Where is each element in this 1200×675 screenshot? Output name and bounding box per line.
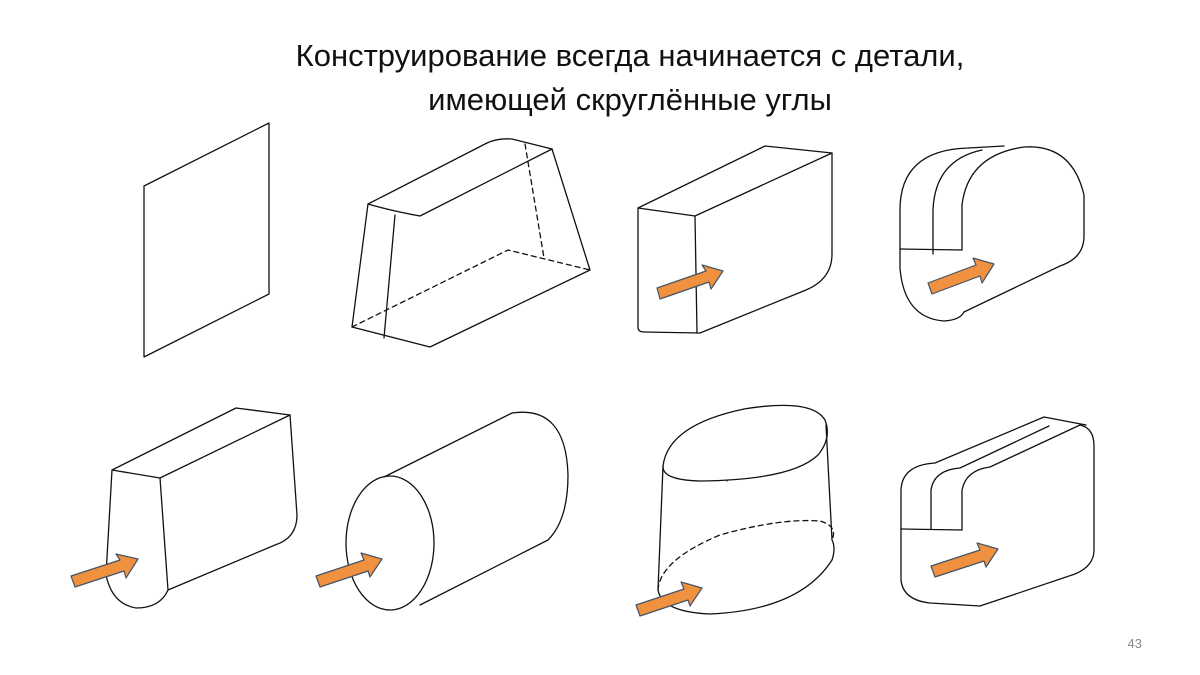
rounded-bottom-block-figure (70, 407, 298, 609)
elliptical-cylinder-figure (635, 404, 835, 617)
title-line-2: имеющей скруглённые углы (428, 82, 832, 117)
arrow-icon (927, 257, 995, 295)
banded-rounded-box-figure (900, 416, 1095, 607)
arrow-icon (656, 264, 724, 300)
page-number: 43 (1127, 636, 1142, 651)
tapered-block-figure (351, 138, 591, 348)
arrow-icon (635, 581, 703, 617)
arrow-icon (315, 552, 383, 588)
slide-title: Конструирование всегда начинается с дета… (0, 34, 1200, 122)
cylinder-figure (315, 411, 569, 611)
flat-panel-figure (143, 122, 270, 358)
rounded-corner-box-figure (637, 145, 833, 334)
arrow-icon (70, 553, 139, 588)
title-line-1: Конструирование всегда начинается с дета… (295, 38, 965, 73)
rounded-block-figure (899, 145, 1085, 322)
arrow-icon (930, 542, 999, 578)
